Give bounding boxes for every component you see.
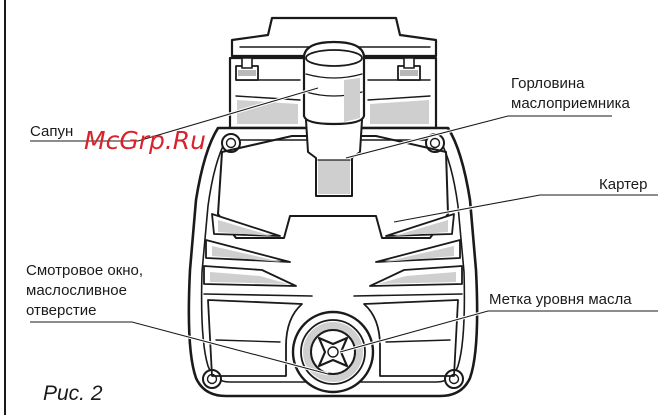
- oil-filler-neck: [305, 119, 363, 197]
- oil-filler-neck-label-line2: маслоприемника: [511, 95, 630, 112]
- sight-window-label-line3: отверстие: [26, 302, 96, 319]
- crankcase-body: [187, 126, 479, 398]
- watermark-text: McGrp.Ru: [84, 126, 206, 155]
- corner-bolts: [202, 133, 464, 389]
- crankcase-center-panel: [217, 135, 449, 239]
- oil-level-mark-label: Метка уровня масла: [489, 291, 632, 308]
- breather-cap: [302, 40, 366, 126]
- left-cooling-fins: [203, 213, 313, 297]
- right-mounting-nut: [397, 57, 421, 81]
- figure-caption: Рис. 2: [43, 382, 103, 405]
- engine-crankcase-drawing: [187, 16, 479, 398]
- oil-filler-neck-label-line1: Горловина: [511, 75, 585, 92]
- oil-drain-plug: [291, 310, 375, 394]
- left-mounting-nut: [235, 57, 259, 81]
- crankcase-label: Картер: [599, 176, 647, 193]
- sight-window-label-line2: маслосливное: [26, 282, 127, 299]
- oil-sump: [207, 299, 459, 377]
- leader-lines: [30, 86, 658, 376]
- right-cooling-fins: [353, 213, 463, 297]
- sight-window-label-line1: Смотровое окно,: [26, 262, 143, 279]
- breather-label: Сапун: [30, 123, 73, 140]
